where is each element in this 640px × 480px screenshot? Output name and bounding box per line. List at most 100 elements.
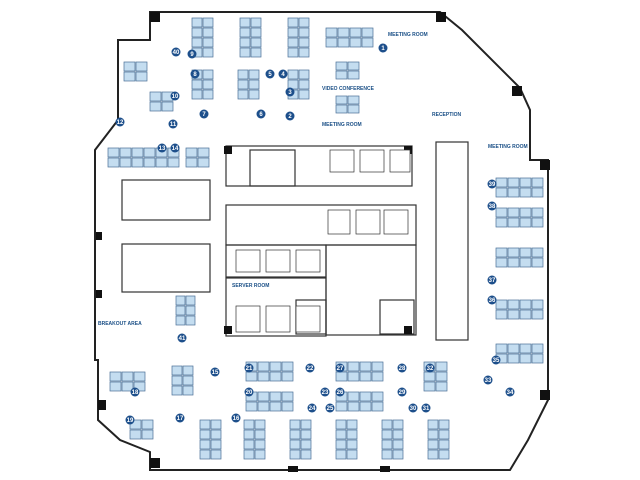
desk-15 (250, 47, 262, 58)
desk-89 (531, 187, 544, 198)
desk-159 (371, 401, 384, 412)
marker-number: 20 (246, 390, 253, 396)
breakout-area-label: BREAKOUT AREA (98, 321, 142, 327)
desk-217 (109, 381, 122, 392)
desk-81 (161, 101, 174, 112)
desk-99 (507, 247, 520, 258)
desk-143 (281, 401, 294, 412)
desk-25 (337, 27, 350, 38)
desk-24 (325, 27, 338, 38)
meeting-room-label-3: MEETING ROOM (488, 144, 528, 150)
desk-224 (175, 295, 186, 306)
desk-205 (392, 449, 404, 460)
desk-174 (243, 419, 255, 430)
desk-66 (131, 157, 144, 168)
desk-80 (149, 101, 162, 112)
desk-179 (254, 439, 266, 450)
marker-circle (199, 109, 209, 119)
marker-number: 35 (493, 358, 500, 364)
desk-marker-5: 5 (265, 69, 275, 79)
marker-number: 21 (246, 366, 253, 372)
lift-shafts-layer (235, 149, 411, 333)
desk-113 (531, 309, 544, 320)
desk-154 (359, 391, 372, 402)
lift-shaft-6 (235, 249, 261, 273)
desk-84 (519, 177, 532, 188)
marker-number: 23 (322, 390, 329, 396)
desk-marker-14: 14 (170, 143, 180, 153)
desk-195 (346, 439, 358, 450)
marker-circle (278, 69, 288, 79)
desk-149 (347, 371, 360, 382)
desk-138 (269, 391, 282, 402)
desk-188 (289, 449, 301, 460)
desk-52 (335, 70, 348, 80)
desk-199 (392, 419, 404, 430)
desk-227 (185, 305, 196, 316)
core-walls (121, 141, 469, 341)
marker-circle (335, 387, 345, 397)
desk-marker-27: 27 (335, 363, 345, 373)
marker-number: 15 (212, 370, 219, 376)
marker-number: 22 (307, 366, 314, 372)
marker-number: 41 (179, 336, 186, 342)
desk-20 (287, 37, 299, 48)
desk-133 (257, 371, 270, 382)
desk-14 (239, 47, 251, 58)
desk-196 (335, 449, 347, 460)
desk-103 (507, 257, 520, 268)
desk-198 (381, 419, 393, 430)
desk-54 (335, 95, 348, 105)
marker-circle (491, 355, 501, 365)
marker-circle (115, 117, 125, 127)
marker-circle (408, 403, 418, 413)
desk-164 (423, 381, 436, 392)
desk-marker-26: 26 (335, 387, 345, 397)
desk-marker-19: 19 (125, 415, 135, 425)
desk-120 (519, 353, 532, 364)
marker-circle (305, 363, 315, 373)
desk-214 (109, 371, 122, 382)
desk-94 (495, 217, 508, 228)
desk-166 (199, 419, 211, 430)
marker-number: 25 (327, 406, 334, 412)
desk-3 (202, 27, 214, 38)
desk-161 (435, 361, 448, 372)
marker-number: 14 (172, 146, 179, 152)
marker-circle (487, 295, 497, 305)
marker-number: 34 (507, 390, 514, 396)
desk-168 (199, 429, 211, 440)
desk-126 (171, 385, 183, 396)
marker-number: 7 (202, 112, 206, 118)
desk-55 (347, 95, 360, 105)
desk-191 (346, 419, 358, 430)
desk-197 (346, 449, 358, 460)
desks-layer (107, 17, 544, 460)
desk-117 (531, 343, 544, 354)
marker-number: 10 (172, 94, 179, 100)
desk-104 (519, 257, 532, 268)
desk-41 (248, 79, 260, 90)
desk-98 (495, 247, 508, 258)
desk-marker-21: 21 (244, 363, 254, 373)
desk-165 (435, 381, 448, 392)
desk-93 (531, 207, 544, 218)
desk-35 (202, 79, 214, 90)
desk-105 (531, 257, 544, 268)
marker-number: 6 (259, 112, 263, 118)
marker-circle (168, 119, 178, 129)
desk-34 (191, 79, 203, 90)
desk-147 (371, 361, 384, 372)
desk-83 (507, 177, 520, 188)
desk-156 (335, 401, 348, 412)
marker-circle (125, 415, 135, 425)
marker-number: 31 (423, 406, 430, 412)
desk-170 (199, 439, 211, 450)
desk-218 (121, 381, 134, 392)
marker-circle (487, 275, 497, 285)
desk-marker-15: 15 (210, 367, 220, 377)
lift-shaft-9 (235, 305, 261, 333)
desk-192 (335, 429, 347, 440)
desk-139 (281, 391, 294, 402)
marker-circle (325, 403, 335, 413)
